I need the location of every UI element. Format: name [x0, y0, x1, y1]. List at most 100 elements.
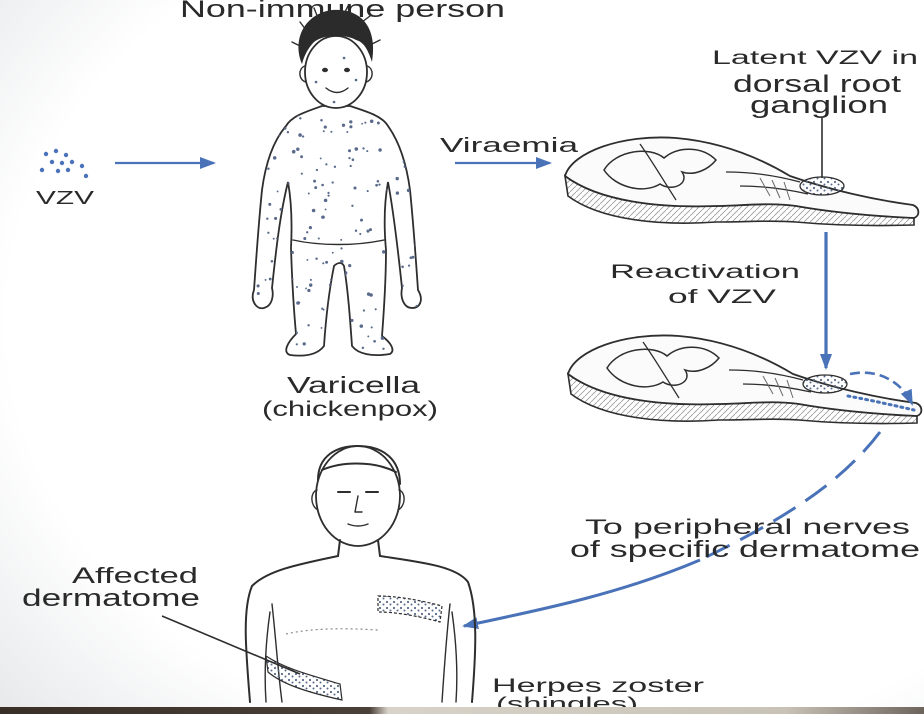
rash-spot: [378, 183, 380, 185]
rash-spot: [307, 289, 310, 292]
rash-spot: [351, 205, 353, 207]
rash-spot: [307, 324, 309, 326]
rash-spot: [306, 231, 308, 233]
rash-spot: [306, 259, 308, 261]
rash-spot: [377, 122, 380, 125]
vzv-particle: [50, 160, 54, 164]
rash-spot: [410, 256, 413, 259]
rash-spot: [323, 130, 325, 132]
child-right-eye: [344, 68, 350, 72]
rash-spot: [349, 120, 352, 123]
rash-spot: [408, 265, 410, 267]
rash-spot: [362, 347, 364, 349]
rash-spot: [257, 292, 260, 295]
rash-spot: [327, 192, 329, 194]
rash-spot: [325, 208, 327, 210]
rash-spot: [273, 156, 277, 160]
rash-spot: [325, 163, 327, 165]
rash-spot: [332, 252, 334, 254]
rash-spot: [320, 157, 322, 159]
rash-spot: [303, 237, 306, 240]
rash-spot: [375, 308, 377, 310]
rash-spot: [316, 169, 318, 171]
vzv-particle: [60, 161, 64, 165]
rash-spot: [318, 237, 320, 239]
rash-spot: [355, 229, 357, 231]
rash-spot: [312, 209, 316, 213]
rash-spot: [301, 173, 303, 175]
rash-spot: [367, 190, 369, 192]
rash-spot: [361, 123, 363, 125]
rash-spot: [367, 292, 370, 295]
rash-spot: [322, 215, 325, 218]
rash-spot: [287, 131, 289, 133]
rash-spot: [321, 327, 323, 329]
rash-spot: [364, 122, 366, 124]
rash-spot: [346, 131, 348, 133]
rash-spot: [349, 125, 352, 128]
bottom-photo-strip: [0, 707, 924, 714]
rash-spot: [274, 217, 277, 220]
rash-spot: [277, 190, 279, 192]
rash-spot: [271, 260, 274, 263]
rash-spot: [308, 193, 310, 195]
rash-spot: [291, 251, 294, 254]
rash-spot: [375, 184, 378, 187]
rash-spot: [267, 232, 269, 234]
rash-spot: [309, 226, 312, 229]
rash-spot: [296, 343, 298, 345]
reactivated-ganglion: [803, 375, 847, 393]
specific-dermatome-label: of specific dermatome: [570, 536, 920, 562]
rash-spot: [355, 147, 359, 151]
rash-spot: [348, 157, 350, 159]
rash-spot: [366, 150, 368, 152]
rash-spot: [292, 150, 296, 154]
vzv-particle: [44, 152, 48, 156]
rash-spot: [373, 340, 376, 343]
rash-spot: [266, 218, 268, 220]
vzv-label: VZV: [36, 188, 94, 208]
vzv-particle: [40, 168, 44, 172]
rash-spot: [395, 177, 398, 180]
child-left-eye: [322, 68, 328, 72]
rash-spot: [330, 131, 332, 133]
rash-spot: [309, 283, 312, 286]
rash-spot: [382, 250, 385, 253]
rash-spot: [267, 168, 269, 170]
rash-spot: [322, 262, 324, 264]
rash-spot: [370, 120, 374, 124]
rash-spot: [298, 302, 300, 304]
rash-spot: [359, 233, 361, 235]
rash-spot: [340, 239, 342, 241]
rash-spot: [323, 309, 325, 311]
rash-spot: [299, 117, 301, 119]
rash-spot: [269, 278, 272, 281]
rash-spot: [360, 219, 363, 222]
rash-spot: [377, 180, 380, 183]
rash-spot: [310, 279, 312, 281]
rash-spot: [324, 126, 327, 129]
rash-spot: [320, 119, 323, 122]
rash-spot: [369, 228, 372, 231]
reactivation-label: Reactivation: [610, 262, 800, 283]
chickenpox-label: (chickenpox): [262, 398, 438, 421]
rash-spot: [407, 189, 411, 193]
rash-spot: [363, 309, 365, 311]
rash-spot: [313, 180, 316, 183]
rash-spot: [367, 335, 369, 337]
rash-spot: [378, 148, 381, 151]
rash-spot: [315, 257, 317, 259]
rash-spot: [362, 147, 364, 149]
rash-spot: [257, 284, 260, 287]
rash-spot: [382, 348, 384, 350]
rash-spot: [303, 342, 306, 345]
rash-spot: [342, 124, 345, 127]
rash-spot: [350, 319, 353, 322]
rash-spot: [340, 260, 343, 263]
rash-spot: [305, 287, 307, 289]
rash-spot: [350, 165, 352, 167]
rash-spot: [348, 149, 351, 152]
rash-spot: [402, 285, 404, 287]
rash-spot: [296, 286, 298, 288]
dorsal-root-ganglion: [800, 177, 844, 195]
